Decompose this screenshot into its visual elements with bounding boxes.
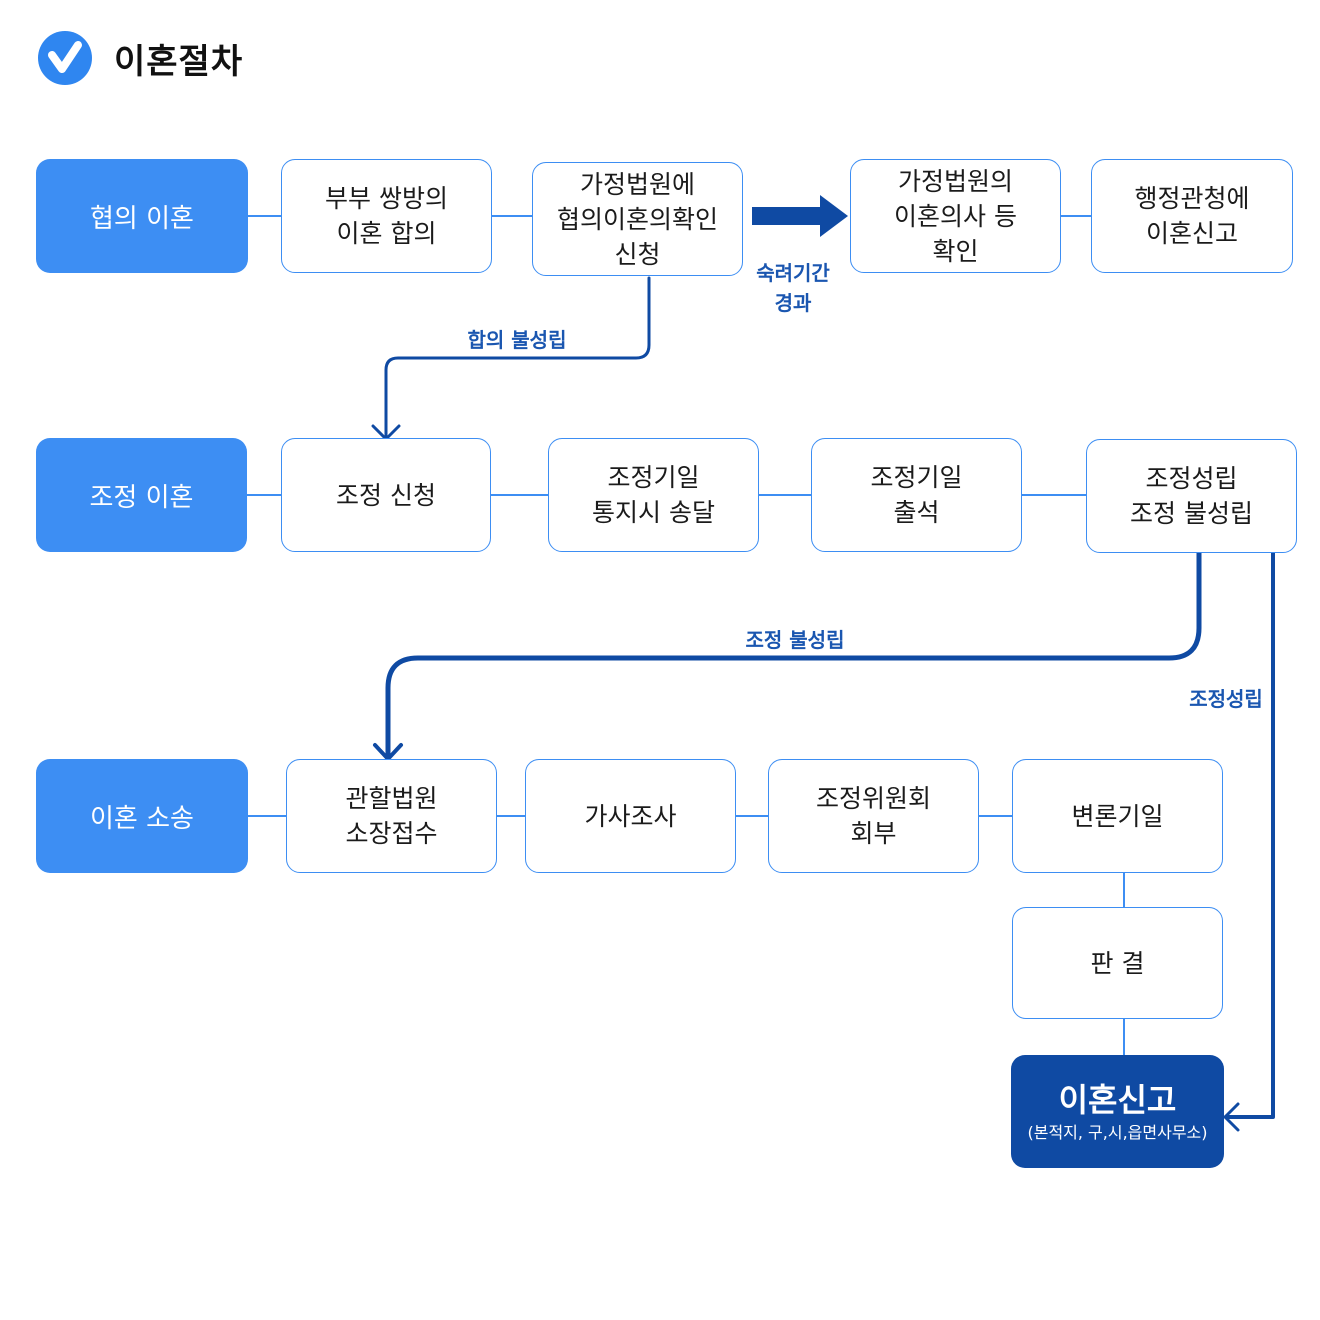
step-mediation-request: 조정 신청: [281, 438, 491, 552]
mediation-success-arrow: [1224, 551, 1275, 1119]
step-pleading-date: 변론기일: [1012, 759, 1223, 873]
step-mutual-agreement: 부부 쌍방의 이혼 합의: [281, 159, 492, 273]
step-report-to-office: 행정관청에 이혼신고: [1091, 159, 1293, 273]
page-title: 이혼절차: [114, 41, 244, 82]
page-header: 이혼절차: [38, 30, 243, 86]
row-label-consensual: 협의 이혼: [36, 159, 248, 273]
final-subtitle: (본적지, 구,시,읍면사무소): [1027, 1122, 1208, 1142]
label-agreement-failed: 합의 불성립: [467, 328, 567, 352]
step-family-investigation: 가사조사: [525, 759, 736, 873]
label-mediation-success: 조정성립: [1189, 687, 1263, 711]
label-mediation-failed: 조정 불성립: [745, 628, 845, 652]
step-mediation-attendance: 조정기일 출석: [811, 438, 1022, 552]
label-cooling-period: 숙려기간 경과: [756, 261, 830, 315]
mediation-failed-arrow: [385, 550, 1202, 761]
row-label-mediation: 조정 이혼: [36, 438, 247, 552]
final-divorce-report: 이혼신고 (본적지, 구,시,읍면사무소): [1011, 1055, 1224, 1168]
step-file-complaint: 관할법원 소장접수: [286, 759, 497, 873]
step-mediation-result: 조정성립 조정 불성립: [1086, 439, 1297, 553]
step-mediation-notice: 조정기일 통지시 송달: [548, 438, 759, 552]
step-apply-confirmation: 가정법원에 협의이혼의확인 신청: [532, 162, 743, 276]
row-label-litigation: 이혼 소송: [36, 759, 248, 873]
cooling-period-arrow: [752, 195, 848, 237]
check-badge-icon: [38, 31, 92, 85]
step-mediation-committee: 조정위원회 회부: [768, 759, 979, 873]
agreement-failed-arrow: [384, 276, 651, 440]
step-judgment: 판 결: [1012, 907, 1223, 1019]
step-court-confirmation: 가정법원의 이혼의사 등 확인: [850, 159, 1061, 273]
final-title: 이혼신고: [1058, 1080, 1177, 1119]
